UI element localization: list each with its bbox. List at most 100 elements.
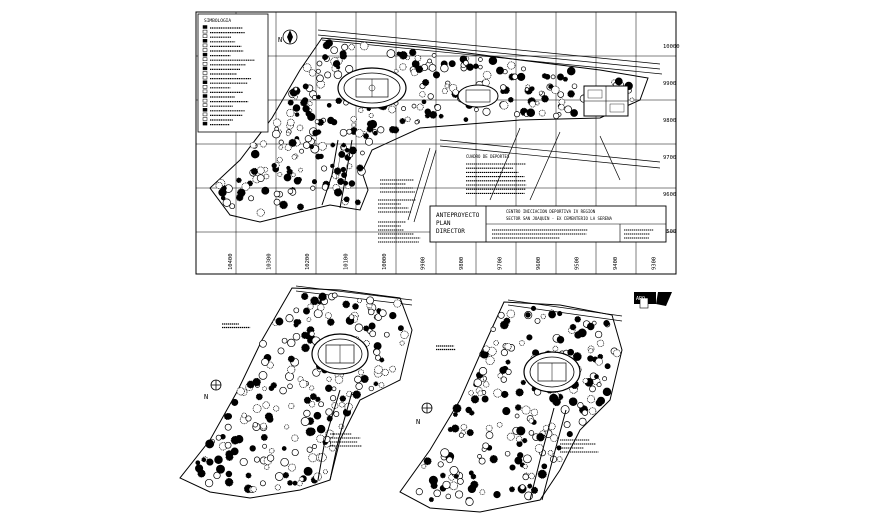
- tree-symbol: [250, 149, 260, 159]
- tree-symbol: [360, 150, 365, 156]
- tree-symbol: [478, 57, 483, 62]
- courts-main: [583, 85, 629, 117]
- tree-symbol: [497, 311, 505, 319]
- tree-symbol: [602, 387, 612, 397]
- tree-symbol: [457, 478, 464, 485]
- tree-symbol: [312, 95, 317, 100]
- tree-symbol: [401, 106, 407, 112]
- tree-symbol: [449, 481, 459, 491]
- tree-symbol: [389, 311, 397, 320]
- tree-symbol: [329, 444, 336, 452]
- tree-symbol: [224, 477, 234, 487]
- tree-symbol: [551, 85, 560, 95]
- tree-symbol: [419, 91, 426, 98]
- tree-symbol: [366, 296, 375, 305]
- tree-symbol: [280, 457, 289, 467]
- tree-symbol: [369, 330, 377, 338]
- tree-symbol: [335, 97, 342, 105]
- tree-symbol: [566, 431, 573, 438]
- legend-symbol: [202, 57, 208, 61]
- legend-symbol: [202, 117, 208, 121]
- tree-symbol: [569, 323, 577, 331]
- tree-symbol: [317, 303, 325, 312]
- tree-symbol: [506, 309, 516, 319]
- tree-symbol: [249, 445, 256, 452]
- legend-symbol: [202, 94, 208, 98]
- tree-symbol: [205, 439, 215, 449]
- tree-symbol: [229, 203, 236, 210]
- tree-symbol: [421, 99, 427, 105]
- tree-symbol: [482, 345, 490, 353]
- tree-symbol: [318, 141, 327, 151]
- road-left: [295, 285, 413, 306]
- tree-symbol: [493, 388, 503, 398]
- tree-symbol: [264, 464, 270, 470]
- legend-title: SIMBOLOGIA: [204, 18, 231, 24]
- tree-symbol: [348, 314, 355, 320]
- tree-symbol: [271, 162, 277, 169]
- tree-symbol: [453, 473, 459, 479]
- tree-symbol: [473, 378, 482, 387]
- tree-symbol: [563, 421, 571, 429]
- legend-symbol: [202, 52, 208, 57]
- tree-symbol: [330, 142, 336, 148]
- tree-symbol: [500, 376, 507, 383]
- tree-symbol: [368, 385, 374, 392]
- tree-symbol: [341, 43, 349, 51]
- tree-symbol: [386, 49, 396, 58]
- tree-symbol: [299, 379, 308, 388]
- tree-symbol: [297, 203, 304, 211]
- tree-symbol: [300, 417, 310, 426]
- tree-symbol: [477, 390, 484, 397]
- tree-symbol: [536, 432, 545, 442]
- tree-symbol: [415, 65, 424, 74]
- tree-symbol: [252, 377, 261, 387]
- sports-table-title: CUADRO DE DEPORTES: [466, 154, 510, 159]
- tree-symbol: [534, 317, 541, 324]
- tree-symbol: [303, 307, 310, 315]
- tree-symbol: [324, 71, 332, 79]
- legend-symbol: [202, 103, 208, 107]
- tree-symbol: [346, 128, 353, 135]
- tree-symbol: [277, 347, 285, 355]
- tree-symbol: [314, 119, 320, 125]
- north-arrow-main: N: [278, 29, 298, 45]
- tree-symbol: [264, 412, 273, 421]
- tree-symbol: [272, 118, 282, 127]
- tree-symbol: [392, 126, 400, 134]
- tree-symbol: [285, 372, 294, 381]
- tree-symbol: [478, 64, 483, 70]
- tree-symbol: [449, 466, 459, 475]
- tree-symbol: [239, 457, 248, 467]
- tree-symbol: [266, 454, 275, 462]
- tree-symbol: [310, 185, 316, 191]
- tree-symbol: [432, 71, 441, 79]
- tree-symbol: [463, 117, 469, 122]
- tree-symbol: [248, 195, 255, 202]
- tree-symbol: [293, 94, 298, 100]
- tree-symbol: [326, 376, 332, 382]
- tree-symbol: [325, 39, 333, 48]
- tree-symbol: [296, 124, 304, 132]
- tree-symbol: [595, 399, 603, 407]
- tree-symbol: [595, 357, 603, 366]
- tree-symbol: [514, 404, 522, 411]
- tree-symbol: [604, 363, 611, 370]
- tree-symbol: [352, 303, 359, 310]
- coord-label: 10400: [228, 253, 234, 270]
- coord-label: 9600: [663, 192, 676, 198]
- stamp-graphic: ARQ: [634, 292, 672, 309]
- vegetation-right: [415, 305, 621, 506]
- tree-symbol: [537, 469, 547, 479]
- tree-symbol: [287, 188, 294, 195]
- tree-symbol: [571, 83, 578, 89]
- tree-symbol: [541, 463, 548, 470]
- tree-symbol: [478, 367, 488, 376]
- tree-symbol: [295, 319, 302, 325]
- tree-symbol: [535, 101, 540, 106]
- tree-symbol: [478, 457, 486, 465]
- tree-symbol: [255, 393, 263, 401]
- tree-symbol: [507, 96, 514, 103]
- tree-symbol: [339, 128, 348, 137]
